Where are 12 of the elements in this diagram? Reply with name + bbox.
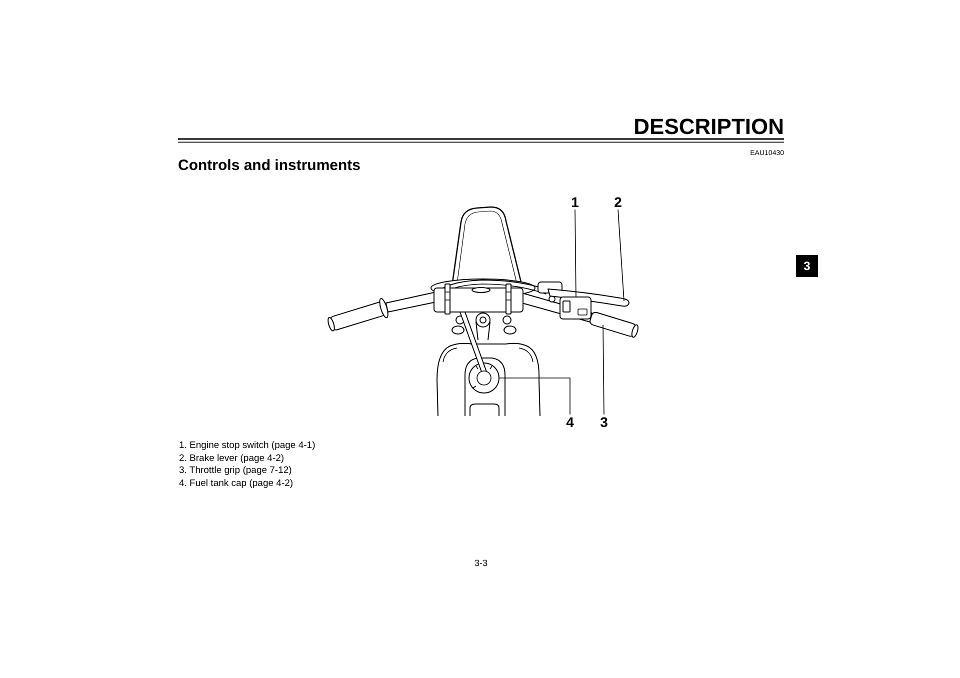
callout-number: 2 xyxy=(614,195,622,209)
section-tab: 3 xyxy=(796,255,818,277)
callout-number: 3 xyxy=(600,415,608,429)
part-list-item: 4. Fuel tank cap (page 4-2) xyxy=(179,478,294,490)
page-header: DESCRIPTION xyxy=(634,116,784,138)
part-list-item: 1. Engine stop switch (page 4-1) xyxy=(179,440,316,452)
callout-number: 4 xyxy=(566,415,574,429)
part-list-item: 3. Throttle grip (page 7-12) xyxy=(179,465,292,478)
part-list-item: 2. Brake lever (page 4-2) xyxy=(179,452,284,465)
callout-number: 1 xyxy=(571,195,579,209)
section-heading: Controls and instruments xyxy=(178,158,361,173)
page-number: 3-3 xyxy=(474,559,488,568)
